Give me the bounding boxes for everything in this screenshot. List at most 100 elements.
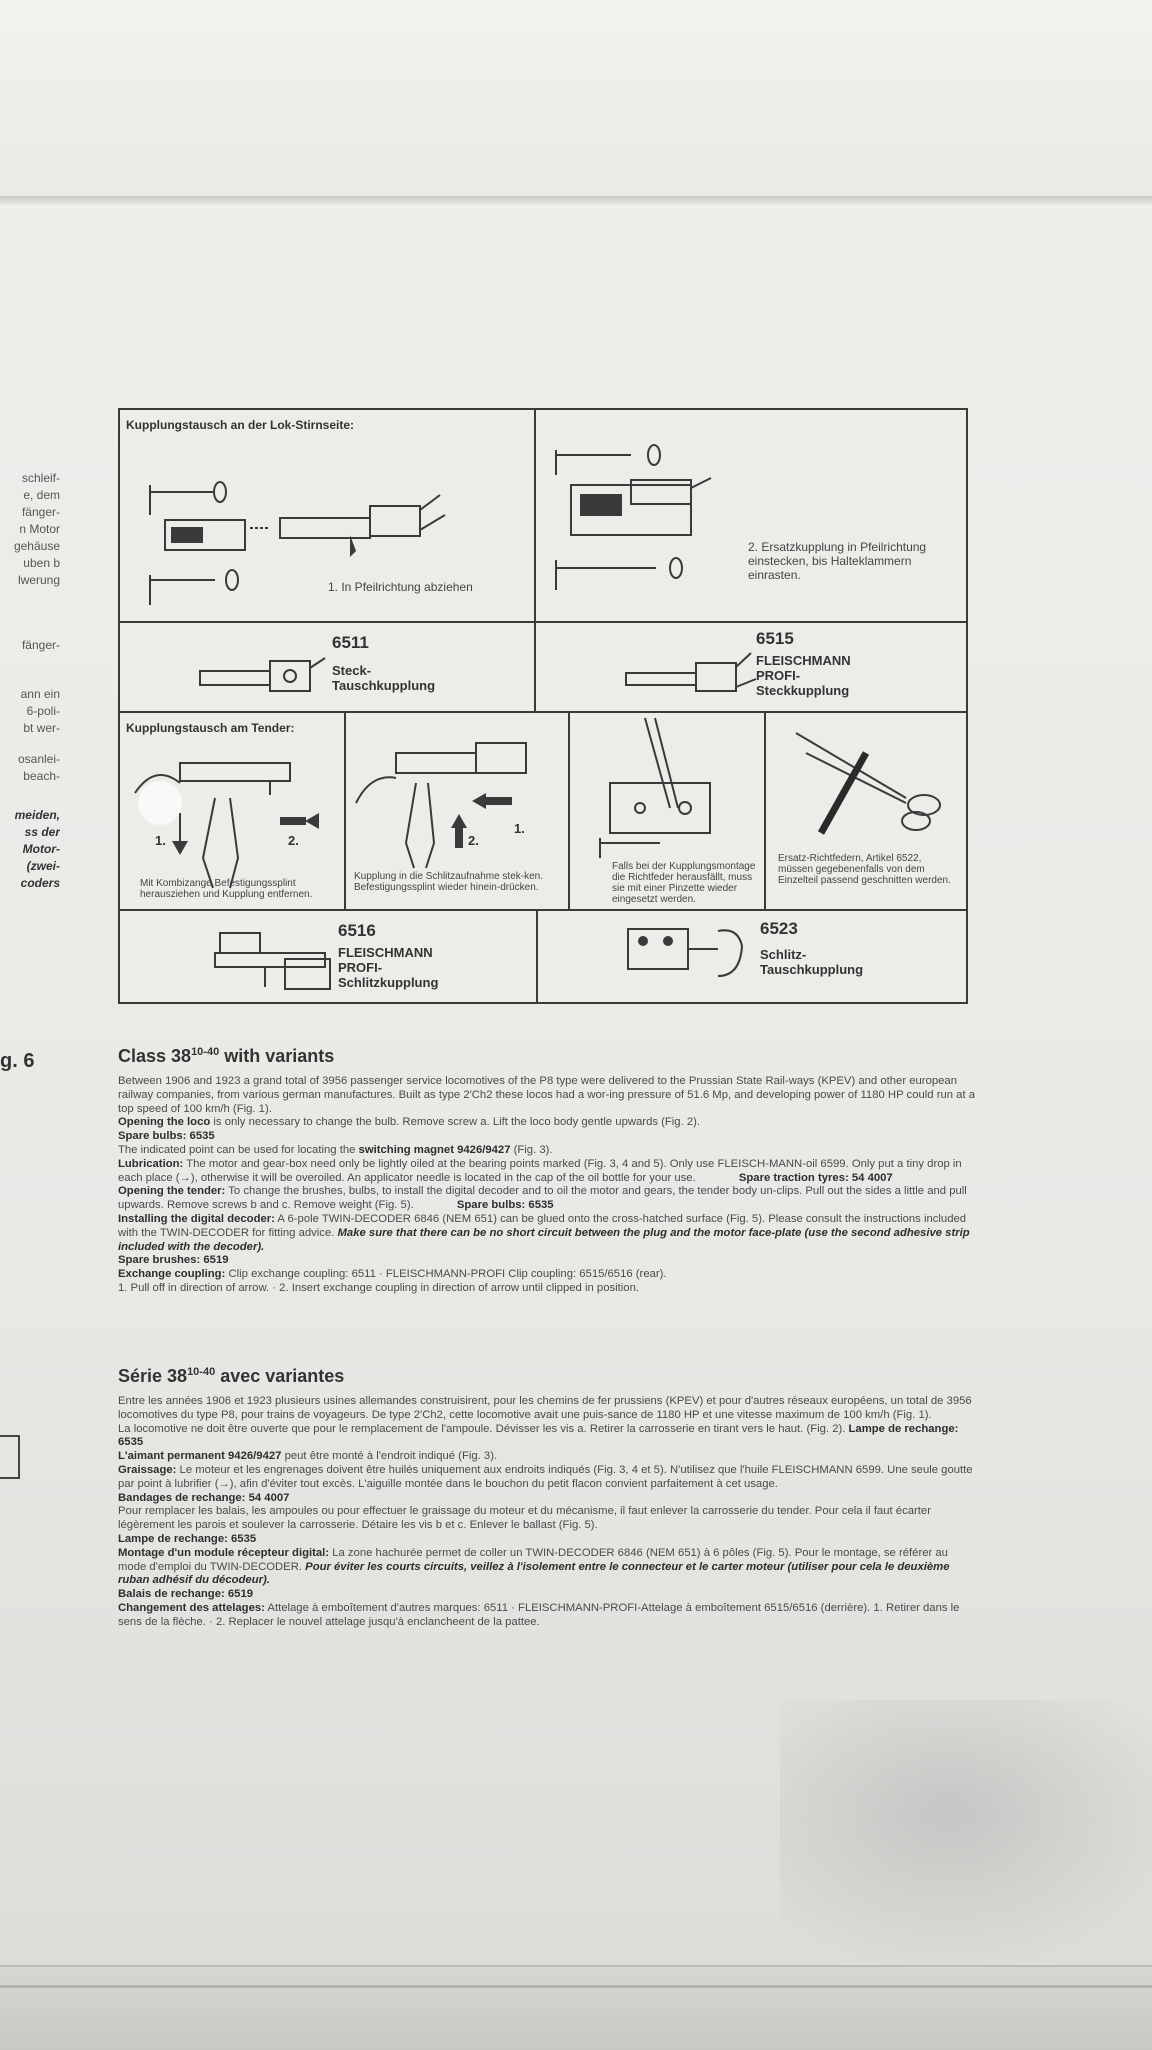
frag-line: bt wer- [23,721,60,735]
product-6511-name: Steck- Tauschkupplung [332,663,435,693]
french-montage: La zone hachurée permet de coller un TWI… [118,1546,948,1573]
english-switching-pre: The indicated point can be used for loca… [118,1143,359,1156]
french-changement-label: Changement des attelages: [118,1601,265,1614]
tender-step1-num2: 2. [288,833,299,848]
french-title-sup: 10-40 [187,1366,216,1378]
wall-background [0,0,1152,205]
frag-bold-line: coders [20,876,60,890]
tender-step2-panel: 2. 1. Kupplung in die Schlitzaufnahme st… [344,711,570,911]
product-6516-number: 6516 [338,921,376,940]
product-6523-name: Schlitz- Tauschkupplung [760,947,864,977]
english-spare-bulbs: Spare bulbs: 6535 [118,1130,215,1143]
french-title: Série 3810-40 avec variantes [118,1366,978,1387]
english-exchange: Clip exchange coupling: 6511 · FLEISCHMA… [225,1268,667,1281]
pliers-insert-drawing [355,742,527,869]
french-montage-warning: Pour éviter les courts circuits, veillez… [118,1560,950,1587]
coupling-6516-drawing [214,932,331,990]
frag-line: fänger- [21,638,60,652]
english-decoder-warning: Make sure that there can be no short cir… [118,1226,970,1253]
english-title-b: with variants [219,1046,335,1066]
product-6516-name: FLEISCHMANN PROFI- Schlitzkupplung [338,945,439,990]
lok-step1-text: 1. In Pfeilrichtung abziehen [328,580,473,594]
frame-top-edge [0,196,1152,208]
french-section: Série 3810-40 avec variantes Entre les a… [118,1366,978,1630]
tweezers-drawing [599,717,711,858]
frag-line: 6-poli- [26,704,60,718]
glass-reflection [780,1700,1152,1980]
frag-bold-line: (zwei- [26,859,60,873]
english-traction-tyres: Spare traction tyres: 54 4007 [738,1171,893,1184]
english-lubrication-label: Lubrication: [118,1157,184,1170]
french-bandages: Bandages de rechange: 54 4007 [118,1491,290,1504]
frag-line: lwerung [17,573,60,587]
tender-title: Kupplungstausch am Tender: [126,721,295,735]
frag-bold-line: ss der [24,825,60,839]
coupling-insert-drawing [555,444,712,590]
english-exchange-steps: 1. Pull off in direction of arrow. · 2. … [118,1281,639,1294]
english-switching-magnet: switching magnet 9426/9427 [358,1143,511,1156]
english-opening-loco-label: Opening the loco [118,1116,211,1129]
english-title: Class 3810-40 with variants [118,1046,978,1067]
product-6511-number: 6511 [332,633,369,652]
frag-line: ann ein [20,687,60,701]
french-lampe-2: Lampe de rechange: 6535 [118,1532,257,1545]
english-tender: To change the brushes, bulbs, to install… [118,1185,967,1212]
french-tender: Pour remplacer les balais, les ampoules … [118,1505,931,1532]
french-changement: Attelage à emboîtement d'autres marques:… [118,1601,960,1628]
french-aimant-label: L'aimant permanent 9426/9427 [118,1450,282,1463]
tender-step2-text: Kupplung in die Schlitzaufnahme stek-ken… [354,871,544,893]
tender-step4-panel: Ersatz-Richtfedern, Artikel 6522, müssen… [764,711,968,911]
french-title-b: avec variantes [215,1366,345,1386]
coupling-6511-drawing [199,657,326,692]
french-graissage-label: Graissage: [118,1463,177,1476]
coupling-removal-drawing [149,481,446,605]
english-switching-post: (Fig. 3). [510,1143,553,1156]
english-opening-loco: is only necessary to change the bulb. Re… [210,1116,701,1129]
french-body: Entre les années 1906 et 1923 plusieurs … [118,1395,978,1630]
french-montage-label: Montage d'un module récepteur digital: [118,1546,330,1559]
frag-line: gehäuse [13,539,60,553]
english-decoder-label: Installing the digital decoder: [118,1212,275,1225]
product-6515-number: 6515 [756,629,794,648]
french-aimant: peut être monté à l'endroit indiqué (Fig… [281,1450,498,1463]
frag-line: n Motor [19,522,60,536]
frag-line: beach- [23,769,60,783]
french-intro: Entre les années 1906 et 1923 plusieurs … [118,1395,972,1421]
lok-step1-panel: Kupplungstausch an der Lok-Stirnseite: 1… [118,408,536,623]
frag-line: uben b [23,556,60,570]
tender-step1-num: 1. [155,833,166,848]
lok-title: Kupplungstausch an der Lok-Stirnseite: [126,418,355,432]
pliers-removal-drawing [134,762,319,889]
french-balais: Balais de rechange: 6519 [118,1588,254,1601]
product-6511-panel: 6511 Steck- Tauschkupplung [118,621,536,713]
product-6515-panel: 6515 FLEISCHMANN PROFI- Steckkupplung [534,621,968,713]
english-lubrication: The motor and gear-box need only be ligh… [118,1157,962,1184]
tender-step1-panel: Kupplungstausch am Tender: 1. 2. Mit Kom… [118,711,346,911]
french-opening: La locomotive ne doit être ouverte que p… [118,1422,846,1435]
french-graissage: Le moteur et les engrenages doivent être… [118,1463,973,1490]
product-6515-name: FLEISCHMANN PROFI- Steckkupplung [756,653,851,698]
english-title-sup: 10-40 [191,1046,220,1058]
english-body: Between 1906 and 1923 a grand total of 3… [118,1075,978,1296]
left-box-fragment [0,1435,20,1479]
coupling-diagram: Kupplungstausch an der Lok-Stirnseite: 1… [118,408,968,1004]
english-spare-brushes: Spare brushes: 6519 [118,1254,229,1267]
frame-bottom-line [0,1985,1152,1988]
coupling-6523-drawing [627,928,744,977]
english-title-a: Class 38 [118,1046,192,1066]
frag-line: schleif- [21,471,60,485]
frame-bottom [0,1965,1152,2050]
tender-step4-text: Ersatz-Richtfedern, Artikel 6522, müssen… [778,853,951,886]
frag-bold-line: meiden, [14,808,60,822]
lok-step2-text: 2. Ersatzkupplung in Pfeilrichtung einst… [748,540,927,582]
product-6516-panel: 6516 FLEISCHMANN PROFI- Schlitzkupplung [118,909,538,1004]
french-lampe: Lampe de rechange: 6535 [118,1422,959,1449]
english-tender-label: Opening the tender: [118,1185,226,1198]
scissors-drawing [795,732,941,835]
tender-step2-num1: 1. [514,821,525,836]
left-page-fragment: schleif- e, dem fänger- n Motor gehäuse … [0,470,60,892]
tender-step3-text: Falls bei der Kupplungsmontage die Richt… [612,861,756,905]
tender-step3-panel: Falls bei der Kupplungsmontage die Richt… [568,711,766,911]
fig-label-fragment: g. 6 [0,1050,35,1072]
frag-line: e, dem [23,488,60,502]
